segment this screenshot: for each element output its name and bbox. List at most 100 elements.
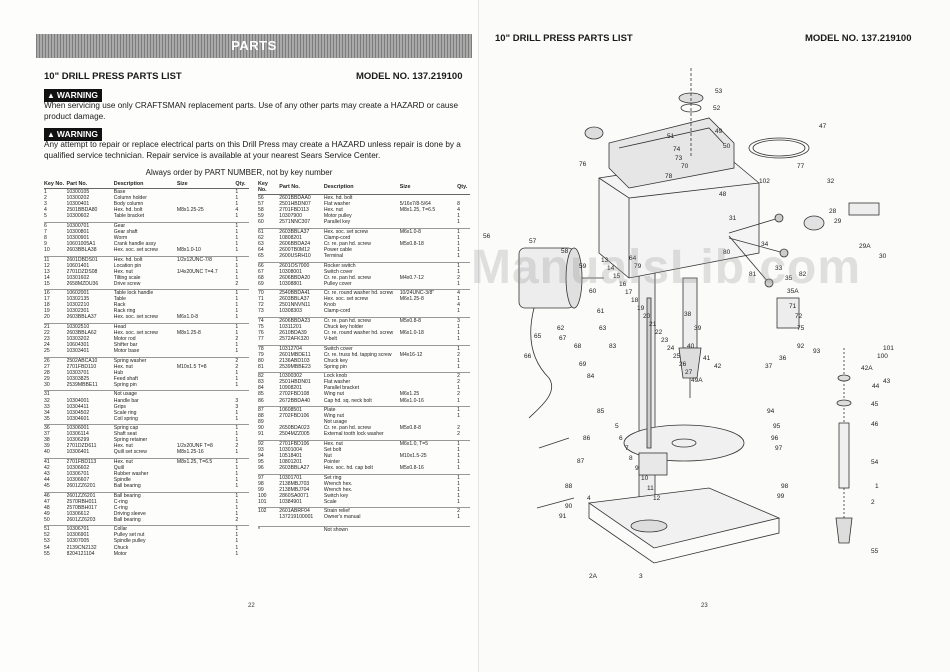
key-no-cell: 26 bbox=[44, 356, 67, 364]
key-no-cell: 60 bbox=[258, 219, 264, 226]
table bbox=[623, 424, 745, 462]
callout-label: 9 bbox=[635, 465, 639, 472]
callout-label: 51 bbox=[667, 133, 675, 140]
qty-cell: 1 bbox=[235, 369, 239, 376]
description-cell: Parallel bracket bbox=[323, 385, 359, 392]
description-cell: Hex. soc. set screw bbox=[323, 296, 369, 303]
description-cell: Plate bbox=[323, 406, 400, 414]
qty-cell: 2 bbox=[457, 391, 460, 398]
qty-cell: 1 bbox=[235, 213, 239, 220]
description-cell: Nut bbox=[323, 452, 332, 459]
part-no-cell: 2138MBJ703 bbox=[279, 480, 310, 487]
key-no-cell: 10 bbox=[44, 246, 50, 253]
key-no-cell: 55 bbox=[44, 550, 50, 557]
description-cell: Owner's manual bbox=[323, 514, 361, 521]
part-no-cell: 10601401 bbox=[66, 262, 90, 269]
callout-label: 19 bbox=[637, 305, 645, 312]
col-part-no: Part No. bbox=[279, 181, 324, 196]
key-no-cell: 36 bbox=[44, 424, 67, 432]
part-no-cell: 2603BBLA37 bbox=[279, 227, 324, 235]
qty-cell: 1 bbox=[457, 219, 460, 226]
callout-label: 44 bbox=[872, 383, 880, 390]
qty-cell: 1 bbox=[235, 483, 239, 490]
v-belt bbox=[748, 137, 810, 159]
part-no-cell: 10302510 bbox=[66, 323, 114, 331]
key-no-cell: 88 bbox=[258, 413, 264, 420]
qty-cell: 4 bbox=[457, 207, 460, 214]
key-no-cell: 41 bbox=[44, 457, 67, 465]
key-no-cell: 97 bbox=[258, 473, 280, 481]
description-cell: Hex. nut bbox=[113, 268, 133, 275]
size-cell: M6x1.25-8 bbox=[399, 296, 424, 303]
key-no-cell: 15 bbox=[44, 280, 50, 287]
qty-cell: 2 bbox=[457, 425, 460, 432]
rack bbox=[646, 297, 652, 449]
key-no-cell: 99 bbox=[258, 486, 264, 493]
key-no-cell: 38 bbox=[44, 437, 50, 444]
callout-label: 18 bbox=[631, 297, 639, 304]
size-cell: 1/2x20UNF T=8 bbox=[176, 443, 213, 450]
callout-label: 76 bbox=[579, 161, 587, 168]
qty-cell: 1 bbox=[457, 446, 460, 453]
callout-label: 69 bbox=[579, 361, 587, 368]
part-no-cell: 10306401 bbox=[66, 449, 90, 456]
key-no-cell: 28 bbox=[44, 369, 50, 376]
description-cell: Driving sleeve bbox=[113, 510, 146, 517]
part-no-cell: 10518401 bbox=[279, 452, 302, 459]
callout-label: 42A bbox=[861, 365, 873, 372]
size-cell bbox=[399, 372, 458, 380]
part-no-cell: 10801201 bbox=[279, 458, 302, 465]
description-cell: Head bbox=[113, 323, 177, 331]
part-no-cell: 10307900 bbox=[279, 213, 302, 220]
key-no-cell: 13 bbox=[44, 268, 50, 275]
part-no-cell: 2606BBDA23 bbox=[279, 316, 324, 324]
size-cell: M5x0.8-8 bbox=[399, 316, 458, 324]
size-cell bbox=[176, 491, 236, 499]
part-no-cell: 137219100001 bbox=[279, 514, 314, 521]
part-no-cell: 2502ABCA10 bbox=[66, 356, 114, 364]
description-cell: Column holder bbox=[113, 195, 147, 202]
size-cell bbox=[176, 323, 236, 331]
callout-label: 98 bbox=[781, 483, 789, 490]
key-no-cell: 72 bbox=[258, 302, 264, 309]
part-no-cell bbox=[279, 525, 324, 533]
callout-label: 14 bbox=[607, 265, 615, 272]
callout-label: 17 bbox=[625, 289, 633, 296]
callout-label: 35A bbox=[787, 288, 799, 295]
qty-cell: 1 bbox=[457, 363, 460, 370]
right-page: 10" DRILL PRESS PARTS LIST MODEL NO. 137… bbox=[471, 0, 950, 672]
part-no-cell: 2138MBJ704 bbox=[279, 486, 310, 493]
key-no-cell: 66 bbox=[258, 261, 280, 269]
callout-label: 41 bbox=[703, 355, 711, 362]
chuck-right bbox=[835, 517, 853, 544]
spindle-right bbox=[838, 422, 850, 489]
callout-label: 34 bbox=[761, 241, 769, 248]
description-cell: Hex. hd. bolt bbox=[323, 195, 353, 202]
part-no-cell: 2501BBDA80 bbox=[66, 207, 98, 214]
description-cell: Hex. soc. set screw bbox=[323, 227, 400, 235]
qty-cell: 1 bbox=[457, 406, 470, 414]
part-no-cell: 10312704 bbox=[279, 344, 324, 352]
qty-cell: 1 bbox=[457, 473, 470, 481]
qty-cell: 1 bbox=[235, 268, 239, 275]
table-row: *Not shown bbox=[258, 525, 470, 533]
callout-label: 15 bbox=[613, 273, 621, 280]
callout-label: 4 bbox=[587, 495, 591, 502]
callout-label: 66 bbox=[524, 353, 532, 360]
